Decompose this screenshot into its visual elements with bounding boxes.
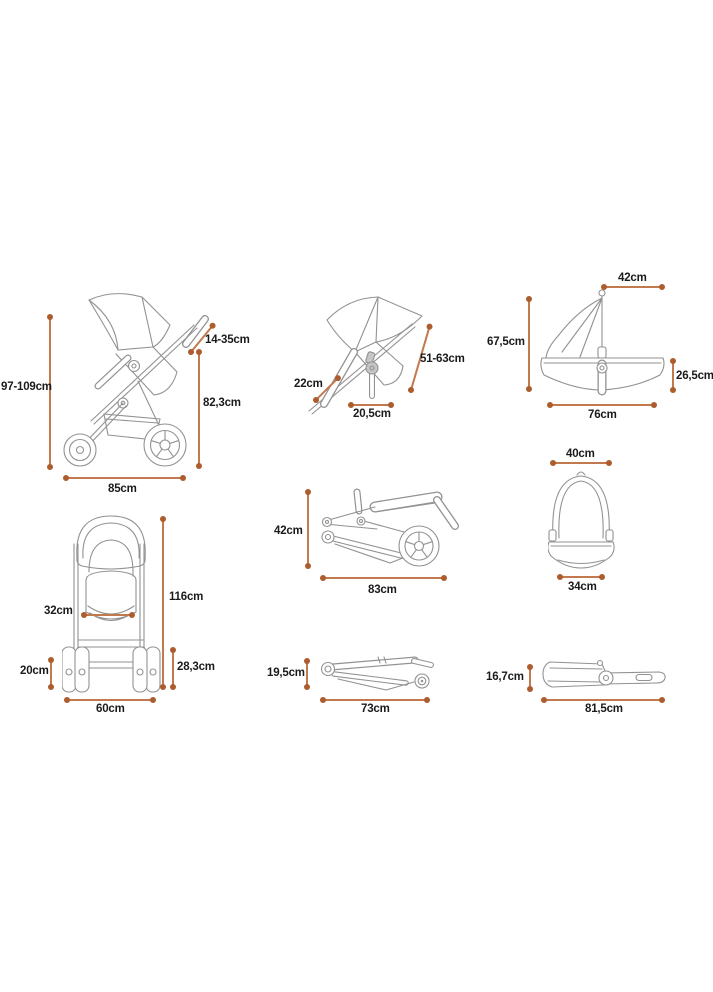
dim-label-handle-adjustment: 14-35cm bbox=[205, 334, 250, 346]
folded-stroller-drawing bbox=[321, 488, 459, 567]
dim-label-carrycot-height: 67,5cm bbox=[487, 336, 525, 348]
dim-label-chassis-folded-height: 19,5cm bbox=[267, 667, 305, 679]
dim-label-seat-base: 20,5cm bbox=[353, 408, 391, 420]
dim-line-total-height bbox=[47, 314, 53, 470]
dim-label-folded-height: 42cm bbox=[274, 525, 303, 537]
seat-front-drawing bbox=[548, 471, 615, 569]
dim-line-carrycot-length bbox=[547, 402, 657, 408]
dim-label-seat-width: 32cm bbox=[44, 605, 73, 617]
dim-line-carrycot-folded-height bbox=[527, 664, 533, 692]
dim-label-folded-length: 83cm bbox=[368, 584, 397, 596]
dim-label-seat-base-width: 34cm bbox=[568, 581, 597, 593]
folded-carrycot-drawing bbox=[542, 659, 666, 688]
dim-line-tub-height bbox=[670, 358, 676, 393]
dim-line-hood-width bbox=[601, 284, 665, 290]
dim-label-hood-width: 42cm bbox=[618, 272, 647, 284]
dim-line-wheel-height bbox=[48, 657, 54, 690]
dim-line-carrycot-folded-length bbox=[541, 697, 665, 703]
dim-line-handle-height bbox=[196, 349, 202, 469]
dim-label-seat-outer-width: 40cm bbox=[566, 448, 595, 460]
dim-line-seat-base bbox=[348, 402, 394, 408]
dim-label-total-height: 97-109cm bbox=[1, 381, 52, 393]
dim-label-front-total-height: 116cm bbox=[169, 591, 204, 603]
dim-label-length: 85cm bbox=[108, 483, 137, 495]
stroller-front-drawing bbox=[62, 515, 161, 693]
dim-label-wheel-height: 20cm bbox=[20, 665, 49, 677]
dim-label-carrycot-folded-length: 81,5cm bbox=[585, 703, 623, 715]
dim-label-chassis-height: 28,3cm bbox=[177, 661, 215, 673]
dim-line-seat-width bbox=[81, 612, 135, 618]
dim-line-length bbox=[63, 475, 186, 481]
dim-line-chassis-folded-height bbox=[304, 658, 310, 690]
dim-label-total-width: 60cm bbox=[96, 703, 125, 715]
dim-line-seat-base-width bbox=[557, 574, 605, 580]
dim-line-chassis-folded-length bbox=[320, 697, 430, 703]
stroller-side-drawing bbox=[63, 293, 209, 467]
dim-label-backrest-length: 51-63cm bbox=[420, 353, 465, 365]
carrycot-side-drawing bbox=[540, 289, 665, 396]
dim-line-folded-length bbox=[320, 575, 447, 581]
dim-label-carrycot-folded-height: 16,7cm bbox=[486, 671, 524, 683]
dim-label-chassis-folded-length: 73cm bbox=[361, 703, 390, 715]
dim-label-carrycot-length: 76cm bbox=[588, 409, 617, 421]
folded-chassis-drawing bbox=[320, 656, 434, 691]
dim-label-handle-height: 82,3cm bbox=[203, 397, 241, 409]
dim-line-chassis-height bbox=[170, 647, 176, 690]
dim-label-seat-depth: 22cm bbox=[294, 378, 323, 390]
dim-label-tub-height: 26,5cm bbox=[676, 370, 713, 382]
dim-line-total-width bbox=[64, 697, 156, 703]
dim-line-front-total-height bbox=[160, 516, 166, 690]
dim-line-seat-outer-width bbox=[550, 460, 612, 466]
dim-line-folded-height bbox=[305, 489, 311, 569]
dim-line-carrycot-height bbox=[526, 296, 532, 392]
